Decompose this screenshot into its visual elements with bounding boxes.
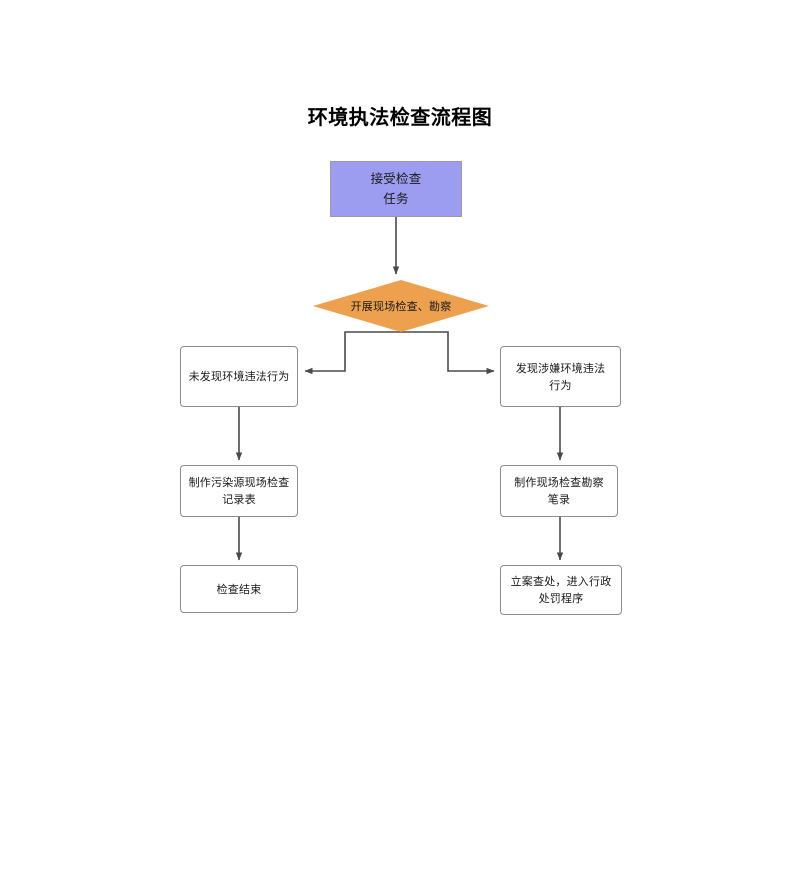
node-pollution-record-label: 制作污染源现场检查 记录表 [188, 476, 290, 506]
node-pollution-record[interactable]: 制作污染源现场检查 记录表 [180, 465, 298, 517]
node-survey-record-label: 制作现场检查勘察 笔录 [514, 476, 604, 506]
node-inspection-end[interactable]: 检查结束 [180, 565, 298, 613]
node-suspected-violation[interactable]: 发现涉嫌环境违法 行为 [500, 346, 621, 407]
node-inspect-label: 开展现场检查、勘察 [350, 299, 452, 313]
node-no-violation-label: 未发现环境违法行为 [188, 370, 290, 383]
node-case-filing-label: 立案查处，进入行政 处罚程序 [510, 575, 612, 605]
diamond-shape [313, 280, 489, 332]
node-start[interactable]: 接受检查 任务 [330, 161, 462, 217]
node-start-label: 接受检查 任务 [370, 171, 422, 206]
node-suspected-violation-label: 发现涉嫌环境违法 行为 [515, 361, 606, 392]
node-case-filing[interactable]: 立案查处，进入行政 处罚程序 [500, 565, 622, 615]
edge-inspect-to-suspected-violation [396, 331, 495, 375]
node-inspection-end-label: 检查结束 [216, 582, 262, 596]
page-title: 环境执法检查流程图 [307, 105, 493, 129]
node-inspect[interactable]: 开展现场检查、勘察 [313, 280, 489, 332]
node-survey-record[interactable]: 制作现场检查勘察 笔录 [500, 465, 618, 517]
node-no-violation[interactable]: 未发现环境违法行为 [180, 346, 298, 407]
edge-inspect-to-no-violation [304, 331, 396, 375]
